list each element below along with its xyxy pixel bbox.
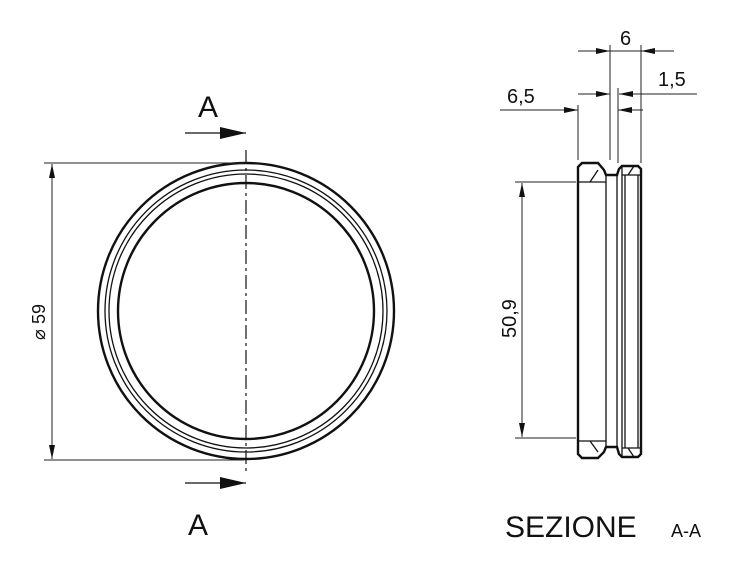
diameter-dimension: 59 [29, 304, 49, 324]
chamfer [589, 169, 599, 183]
section-label-bottom: A [188, 509, 208, 542]
dim-step: 1,5 [658, 69, 686, 91]
section-profile [576, 161, 643, 460]
chamfer [627, 165, 635, 176]
chamfer [589, 440, 599, 453]
diameter-symbol: ⌀ [29, 329, 49, 340]
section-title-suffix: A-A [671, 521, 701, 541]
chamfer [627, 447, 635, 458]
section-title: SEZIONE [505, 511, 637, 544]
front-view: A A ⌀ 59 [29, 91, 396, 542]
dim-width-total: 6 [620, 28, 631, 50]
section-view: 6 1,5 6,5 50,9 SEZIONE A-A [499, 28, 701, 544]
dim-offset: 6,5 [507, 86, 535, 108]
groove-circle [108, 173, 384, 449]
dim-height: 50,9 [499, 299, 521, 338]
section-label-top: A [198, 91, 218, 124]
